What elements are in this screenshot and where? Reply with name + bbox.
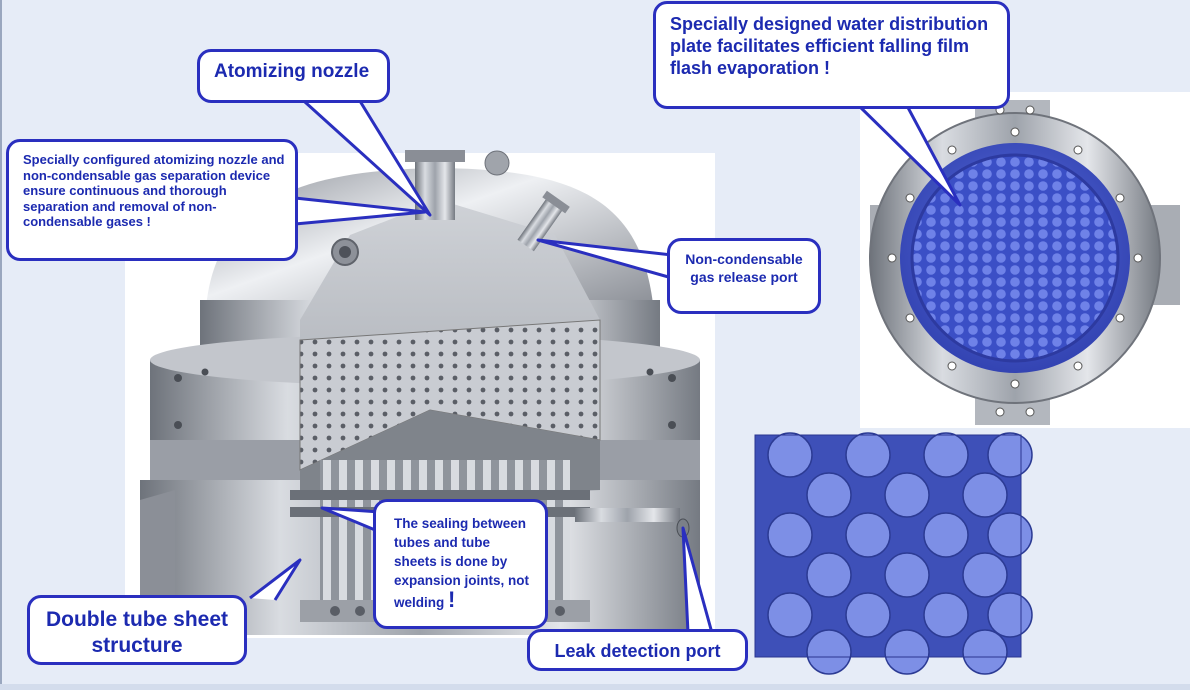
- sealing-text: The sealing between tubes and tube sheet…: [394, 516, 530, 610]
- sealing-exclaim: !: [448, 587, 456, 612]
- leak-detection-text: Leak detection port: [554, 641, 721, 661]
- separation-device-callout: Specially configured atomizing nozzle an…: [6, 139, 298, 261]
- release-port-text: Non-condensable gas release port: [685, 251, 803, 285]
- separation-device-text: Specially configured atomizing nozzle an…: [23, 152, 285, 229]
- plate-detail-zoom: [754, 432, 1033, 675]
- release-port-pipe: [517, 190, 570, 252]
- double-tube-sheet-text: Double tube sheet structure: [45, 608, 229, 657]
- leak-detection-callout: Leak detection port: [527, 629, 748, 671]
- release-port-callout: Non-condensable gas release port: [667, 238, 821, 314]
- double-tube-sheet-callout: Double tube sheet structure: [27, 595, 247, 665]
- atomizing-nozzle-label: Atomizing nozzle: [214, 61, 370, 82]
- bottom-strip: [0, 684, 1190, 690]
- water-distribution-callout: Specially designed water distribution pl…: [653, 1, 1010, 109]
- water-distribution-text: Specially designed water distribution pl…: [670, 14, 989, 78]
- atomizing-nozzle-callout: Atomizing nozzle: [197, 49, 390, 103]
- callout-pointers: [249, 91, 962, 634]
- left-border: [0, 0, 2, 690]
- sealing-callout: The sealing between tubes and tube sheet…: [373, 499, 548, 629]
